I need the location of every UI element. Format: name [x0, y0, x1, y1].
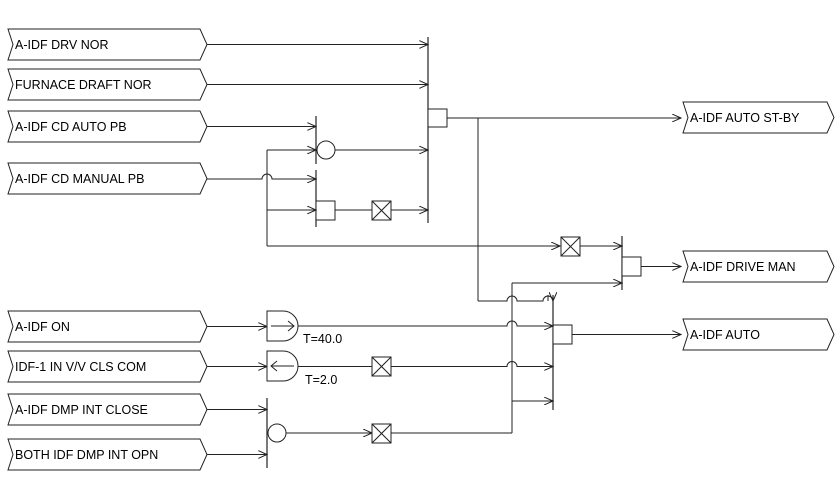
- and-gate-manual: [315, 170, 336, 227]
- input-tag-cd-auto-pb[interactable]: A-IDF CD AUTO PB: [7, 110, 208, 143]
- or-gate-dmp-int: [266, 398, 287, 468]
- cross-box-2: [560, 236, 581, 257]
- input-label: FURNACE DRAFT NOR: [15, 78, 152, 92]
- not-circle: [316, 140, 336, 160]
- output-label: A-IDF AUTO: [690, 328, 760, 342]
- input-tag-idf-on[interactable]: A-IDF ON: [7, 310, 208, 343]
- input-label: A-IDF DMP INT CLOSE: [15, 403, 148, 417]
- and-gate-drive-man: [621, 236, 642, 290]
- and-gate-auto: [552, 295, 573, 410]
- output-tag-auto-stby[interactable]: A-IDF AUTO ST-BY: [682, 101, 835, 134]
- output-label: A-IDF AUTO ST-BY: [690, 111, 800, 125]
- input-tag-dmp-int-close[interactable]: A-IDF DMP INT CLOSE: [7, 393, 208, 426]
- input-tag-cd-manual-pb[interactable]: A-IDF CD MANUAL PB: [7, 162, 208, 195]
- timer-label: T=2.0: [305, 373, 337, 387]
- input-tag-both-dmp-int-opn[interactable]: BOTH IDF DMP INT OPN: [7, 438, 208, 471]
- output-label: A-IDF DRIVE MAN: [690, 260, 796, 274]
- or-gate-cd-auto: [315, 116, 336, 164]
- input-label: A-IDF CD AUTO PB: [15, 120, 127, 134]
- timer-label: T=40.0: [303, 332, 342, 346]
- input-label: IDF-1 IN V/V CLS COM: [15, 360, 146, 374]
- cross-box-4: [371, 423, 392, 444]
- cross-box-3: [371, 356, 392, 377]
- output-tag-drive-man[interactable]: A-IDF DRIVE MAN: [682, 250, 835, 283]
- cross-box-1: [371, 200, 392, 221]
- input-label: A-IDF ON: [15, 320, 70, 334]
- not-circle: [267, 423, 287, 443]
- timer-off-delay: [266, 350, 299, 382]
- input-label: A-IDF CD MANUAL PB: [15, 172, 144, 186]
- input-tag-drv-nor[interactable]: A-IDF DRV NOR: [7, 28, 208, 61]
- input-tag-vv-cls-com[interactable]: IDF-1 IN V/V CLS COM: [7, 350, 208, 383]
- output-tag-auto[interactable]: A-IDF AUTO: [682, 318, 835, 351]
- input-label: BOTH IDF DMP INT OPN: [15, 448, 158, 462]
- timer-on-delay: [266, 310, 299, 342]
- input-tag-furnace-draft-nor[interactable]: FURNACE DRAFT NOR: [7, 68, 208, 101]
- and-gate-auto-stby: [427, 37, 448, 223]
- input-label: A-IDF DRV NOR: [15, 38, 109, 52]
